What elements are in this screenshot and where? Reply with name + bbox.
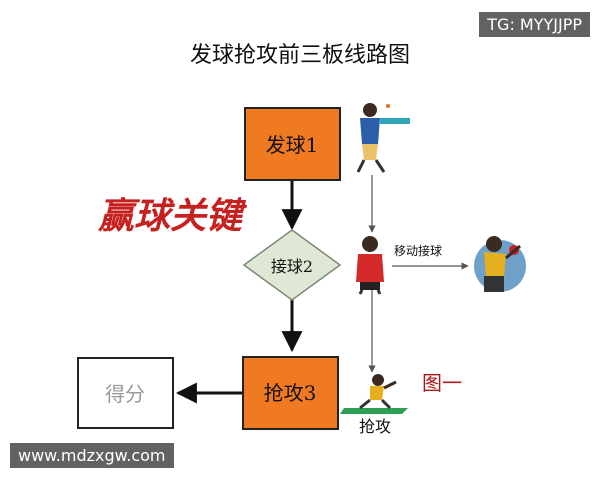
top-watermark: TG: MYYJJPP [479, 12, 590, 37]
attacker-player-icon [340, 374, 408, 414]
bottom-watermark: www.mdzxgw.com [10, 443, 174, 468]
score-box-label: 得分 [105, 382, 145, 406]
serve-box-label: 发球1 [266, 133, 319, 157]
server-player-icon [356, 103, 410, 173]
receiver-player-icon [356, 236, 384, 295]
mover-player-icon [474, 236, 526, 292]
figure-label: 图一 [422, 371, 462, 395]
diagram-title: 发球抢攻前三板线路图 [190, 43, 410, 68]
move-receive-label: 移动接球 [394, 243, 442, 258]
serve-box [244, 107, 341, 181]
attack-side-label: 抢攻 [359, 417, 391, 436]
receive-diamond-label: 接球2 [271, 257, 313, 276]
receive-diamond [242, 229, 342, 301]
attack-box-label: 抢攻3 [264, 381, 317, 405]
attack-box [242, 356, 339, 430]
slogan-text: 赢球关键 [97, 195, 248, 237]
score-box [77, 357, 174, 429]
